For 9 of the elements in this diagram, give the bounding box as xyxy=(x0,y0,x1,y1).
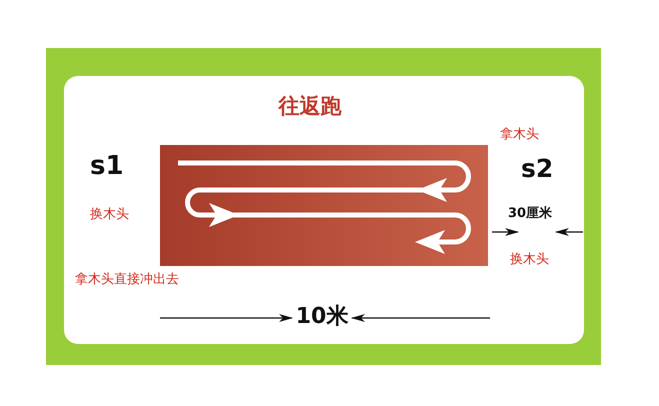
dimension-label: 10米 xyxy=(296,306,348,328)
title: 往返跑 xyxy=(278,96,342,117)
point-label: s2 xyxy=(521,156,554,181)
action-note: 换木头 xyxy=(90,208,129,221)
action-note: 拿木头 xyxy=(500,128,539,141)
dimension-label: 30厘米 xyxy=(508,207,552,220)
action-note: 拿木头直接冲出去 xyxy=(75,273,179,286)
action-note: 换木头 xyxy=(510,253,549,266)
point-label: s1 xyxy=(90,153,124,179)
